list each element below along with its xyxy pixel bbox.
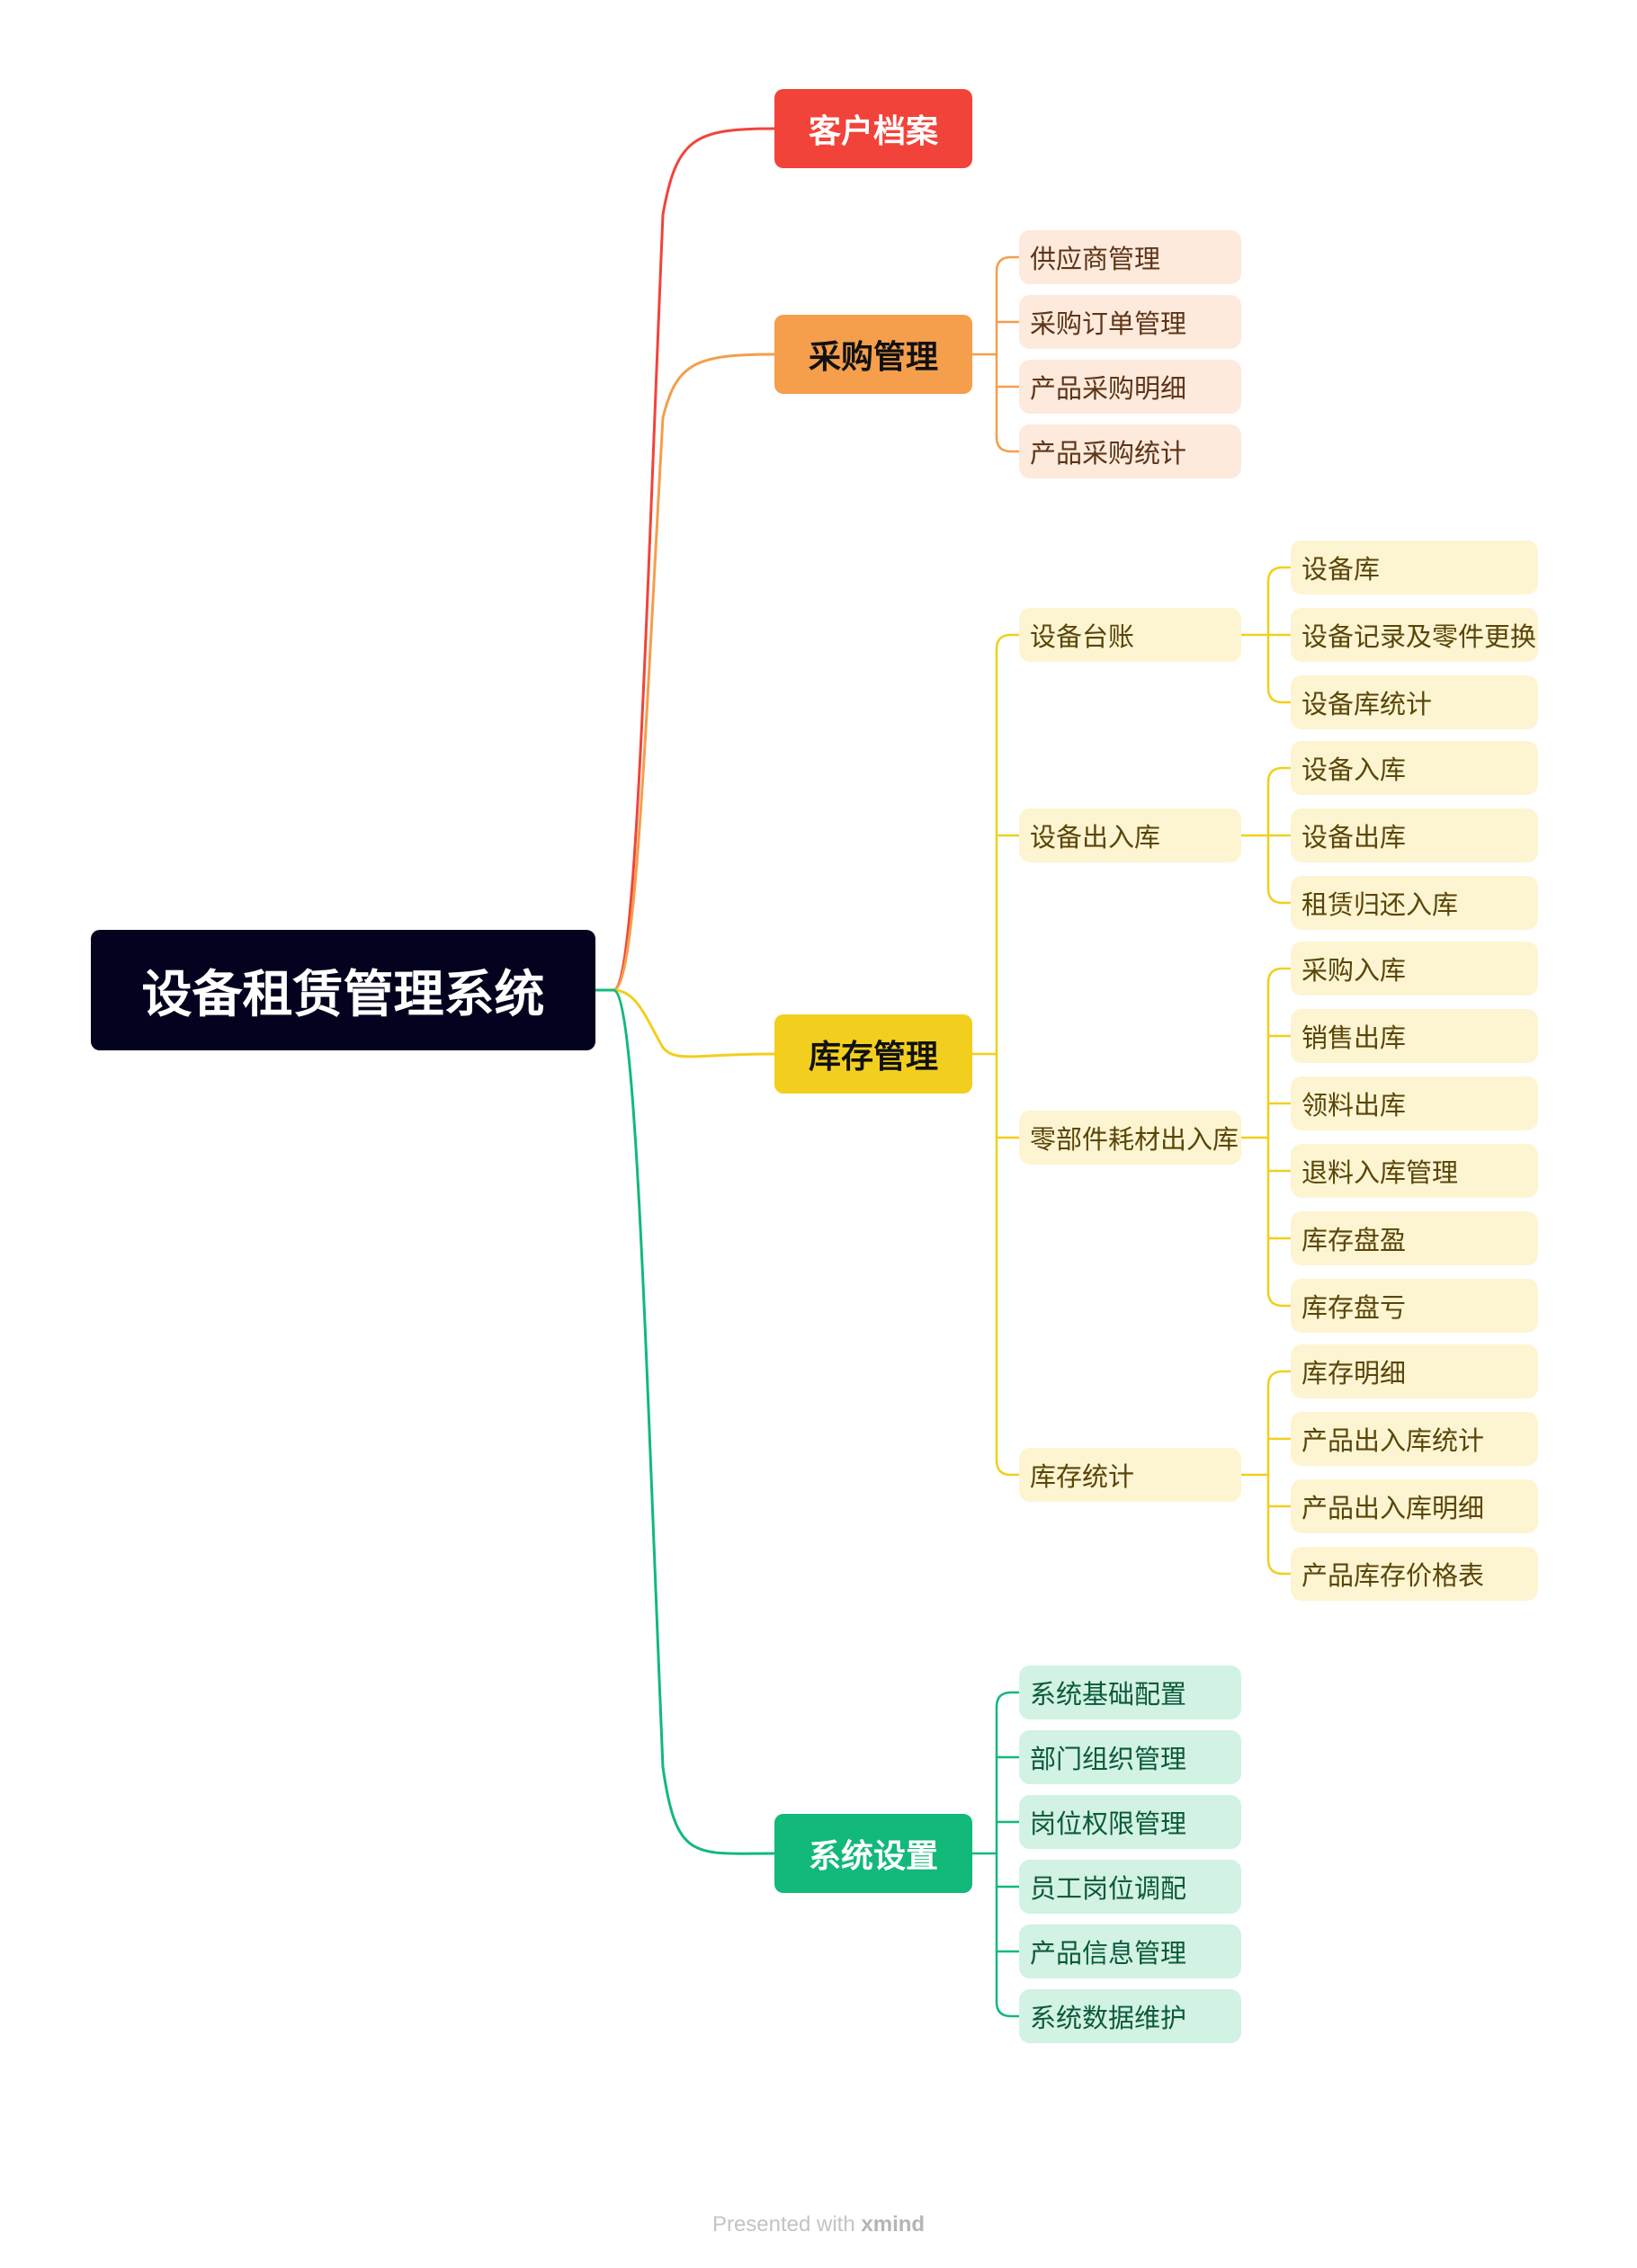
link-inventory-branch <box>995 1459 1021 1477</box>
subtopic-product-info-management[interactable]: 产品信息管理 <box>1019 1924 1241 1978</box>
subtopic-product-purchase-detail[interactable]: 产品采购明细 <box>1019 360 1241 414</box>
subtopic-label: 系统基础配置 <box>1030 1679 1187 1710</box>
link-inventory-stats-branch <box>1266 1370 1293 1388</box>
leaf-rental-return-inbound[interactable]: 租赁归还入库 <box>1291 876 1538 930</box>
subtopic-label: 产品信息管理 <box>1030 1938 1187 1969</box>
leaf-label: 领料出库 <box>1302 1090 1407 1121</box>
subtopic-supplier-management[interactable]: 供应商管理 <box>1019 230 1241 284</box>
subtopic-label: 产品采购统计 <box>1030 438 1187 469</box>
subtopic-parts-consumables-in-out[interactable]: 零部件耗材出入库 <box>1019 1111 1241 1165</box>
link-ledger-branch <box>1266 686 1293 704</box>
leaf-equipment-inbound[interactable]: 设备入库 <box>1291 741 1538 795</box>
leaf-label: 产品库存价格表 <box>1302 1560 1485 1591</box>
topic-purchase-management[interactable]: 采购管理 <box>774 315 972 394</box>
subtopic-system-data-maintenance[interactable]: 系统数据维护 <box>1019 1989 1241 2043</box>
subtopic-department-organization[interactable]: 部门组织管理 <box>1019 1730 1241 1784</box>
link-ledger-branch <box>1266 566 1293 584</box>
subtopic-label: 零部件耗材出入库 <box>1030 1124 1239 1155</box>
leaf-label: 租赁归还入库 <box>1302 889 1459 920</box>
root-topic[interactable]: 设备租赁管理系统 <box>91 930 595 1050</box>
subtopic-label: 库存统计 <box>1030 1461 1135 1492</box>
leaf-label: 销售出库 <box>1302 1022 1407 1053</box>
subtopic-label: 采购订单管理 <box>1030 308 1187 339</box>
link-root-customer <box>594 127 776 992</box>
leaf-label: 设备库统计 <box>1302 689 1433 719</box>
leaf-label: 库存盘盈 <box>1302 1225 1407 1255</box>
subtopic-equipment-ledger[interactable]: 设备台账 <box>1019 608 1241 662</box>
leaf-product-in-out-statistics[interactable]: 产品出入库统计 <box>1291 1412 1538 1466</box>
subtopic-label: 供应商管理 <box>1030 244 1161 274</box>
topic-system-settings[interactable]: 系统设置 <box>774 1814 972 1893</box>
leaf-material-return-inbound[interactable]: 退料入库管理 <box>1291 1144 1538 1198</box>
link-purchase-branch <box>995 435 1021 453</box>
link-root-purchase <box>594 353 776 992</box>
link-equipment-in-out-branch <box>1266 766 1293 784</box>
leaf-label: 产品出入库统计 <box>1302 1425 1485 1456</box>
link-purchase-branch <box>995 255 1021 273</box>
link-system-branch <box>995 2000 1021 2018</box>
subtopic-inventory-statistics[interactable]: 库存统计 <box>1019 1448 1241 1502</box>
subtopic-label: 部门组织管理 <box>1030 1744 1187 1774</box>
leaf-equipment-library[interactable]: 设备库 <box>1291 540 1538 594</box>
leaf-material-requisition-outbound[interactable]: 领料出库 <box>1291 1076 1538 1130</box>
link-inventory-stats-branch <box>1266 1558 1293 1576</box>
topic-label: 系统设置 <box>808 1838 938 1875</box>
footer-credit: Presented with xmind <box>0 2212 1637 2237</box>
subtopic-equipment-in-out[interactable]: 设备出入库 <box>1019 808 1241 862</box>
link-root-system <box>594 988 776 1855</box>
subtopic-label: 系统数据维护 <box>1030 2003 1187 2033</box>
link-parts-branch <box>1266 1290 1293 1308</box>
leaf-label: 设备出库 <box>1302 822 1407 853</box>
subtopic-position-permission[interactable]: 岗位权限管理 <box>1019 1795 1241 1849</box>
leaf-product-inventory-price-list[interactable]: 产品库存价格表 <box>1291 1547 1538 1601</box>
link-system-branch <box>995 1691 1021 1709</box>
topic-label: 库存管理 <box>808 1039 938 1076</box>
topic-customer-archive[interactable]: 客户档案 <box>774 89 972 168</box>
subtopic-purchase-order-management[interactable]: 采购订单管理 <box>1019 295 1241 349</box>
subtopic-label: 员工岗位调配 <box>1030 1873 1187 1904</box>
subtopic-system-basic-config[interactable]: 系统基础配置 <box>1019 1665 1241 1719</box>
leaf-label: 设备入库 <box>1302 755 1407 785</box>
leaf-purchase-inbound[interactable]: 采购入库 <box>1291 942 1538 996</box>
link-parts-branch <box>1266 967 1293 985</box>
topic-inventory-management[interactable]: 库存管理 <box>774 1014 972 1094</box>
xmind-logo: xmind <box>861 2212 926 2237</box>
leaf-label: 产品出入库明细 <box>1302 1493 1485 1523</box>
subtopic-product-purchase-statistics[interactable]: 产品采购统计 <box>1019 424 1241 478</box>
topic-label: 采购管理 <box>808 339 938 376</box>
subtopic-label: 设备台账 <box>1030 621 1135 652</box>
leaf-label: 设备记录及零件更换 <box>1302 621 1537 652</box>
link-root-inventory <box>594 988 776 1058</box>
leaf-equipment-outbound[interactable]: 设备出库 <box>1291 808 1538 862</box>
leaf-equipment-records-parts-replacement[interactable]: 设备记录及零件更换 <box>1291 608 1538 662</box>
subtopic-label: 设备出入库 <box>1030 822 1161 853</box>
subtopic-label: 产品采购明细 <box>1030 373 1187 404</box>
subtopic-label: 岗位权限管理 <box>1030 1808 1187 1839</box>
leaf-inventory-surplus[interactable]: 库存盘盈 <box>1291 1211 1538 1265</box>
leaf-label: 退料入库管理 <box>1302 1157 1459 1188</box>
leaf-label: 库存盘亏 <box>1302 1292 1407 1323</box>
leaf-inventory-shortage[interactable]: 库存盘亏 <box>1291 1279 1538 1333</box>
leaf-product-in-out-detail[interactable]: 产品出入库明细 <box>1291 1479 1538 1533</box>
leaf-label: 采购入库 <box>1302 955 1407 986</box>
leaf-label: 库存明细 <box>1302 1358 1407 1388</box>
root-topic-label: 设备租赁管理系统 <box>141 965 545 1024</box>
topic-label: 客户档案 <box>808 113 938 150</box>
subtopic-staff-position-allocation[interactable]: 员工岗位调配 <box>1019 1860 1241 1914</box>
link-equipment-in-out-branch <box>1266 887 1293 905</box>
leaf-inventory-detail[interactable]: 库存明细 <box>1291 1344 1538 1398</box>
footer-prefix: Presented with <box>711 2212 855 2237</box>
leaf-label: 设备库 <box>1302 554 1381 585</box>
leaf-equipment-library-statistics[interactable]: 设备库统计 <box>1291 675 1538 729</box>
leaf-sales-outbound[interactable]: 销售出库 <box>1291 1009 1538 1063</box>
link-inventory-branch <box>995 633 1021 651</box>
